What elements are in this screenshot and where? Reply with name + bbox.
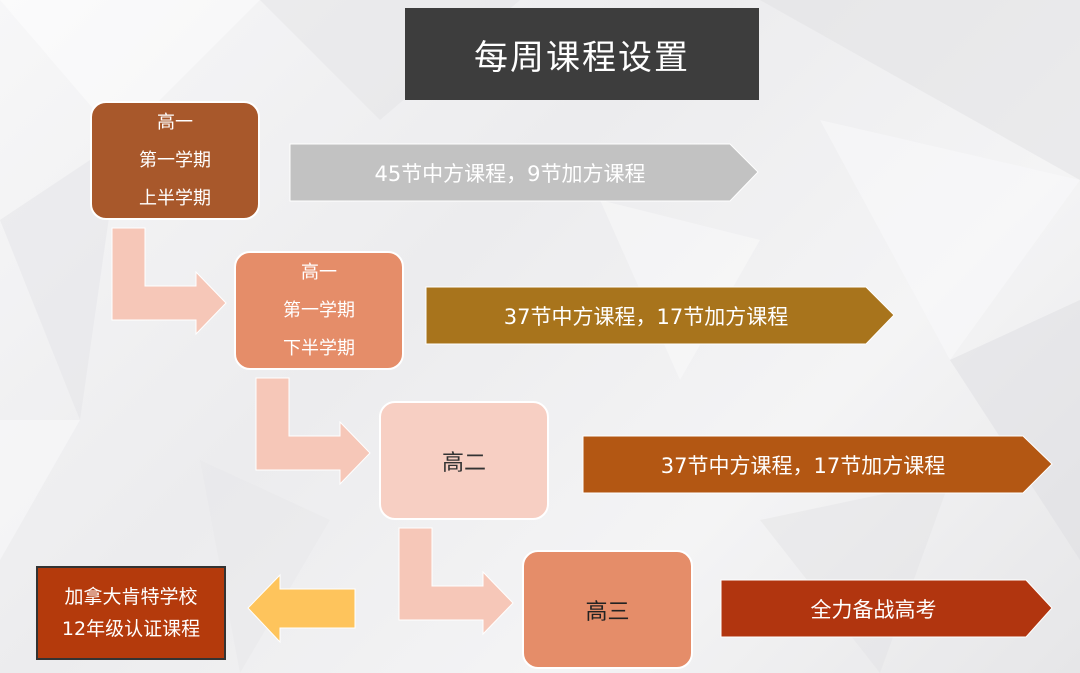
stage-grade12: 高三 xyxy=(522,550,693,669)
stage-line: 下半学期 xyxy=(283,337,355,359)
connector-3 xyxy=(398,527,514,636)
connector-2 xyxy=(255,377,371,486)
stage-grade10-term1-second-half: 高一 第一学期 下半学期 xyxy=(234,251,404,370)
arrow-1-label: 45节中方课程，9节加方课程 xyxy=(374,161,646,186)
arrow-4-label: 全力备战高考 xyxy=(810,597,937,622)
arrow-2-label: 37节中方课程，17节加方课程 xyxy=(503,304,789,329)
stage-line: 高一 xyxy=(301,261,337,283)
stage-line: 高二 xyxy=(441,450,486,476)
stage-grade10-term1-first-half: 高一 第一学期 上半学期 xyxy=(90,101,260,220)
arrow-3-label: 37节中方课程，17节加方课程 xyxy=(660,453,946,478)
certificate-line: 12年级认证课程 xyxy=(61,618,201,640)
stage-line: 第一学期 xyxy=(283,299,355,321)
page-title: 每周课程设置 xyxy=(405,8,759,100)
arrow-2-shape xyxy=(425,286,895,345)
stage-line: 高三 xyxy=(585,599,630,625)
back-arrow xyxy=(247,573,356,644)
certificate-box: 加拿大肯特学校 12年级认证课程 xyxy=(36,566,226,660)
stage-line: 上半学期 xyxy=(139,187,211,209)
arrow-4-shape xyxy=(720,579,1053,638)
arrow-1-shape xyxy=(289,143,759,202)
stage-line: 高一 xyxy=(157,111,193,133)
stage-grade11: 高二 xyxy=(379,401,549,520)
stage-line: 第一学期 xyxy=(139,149,211,171)
connector-1 xyxy=(111,227,227,336)
arrow-3-shape xyxy=(582,435,1053,494)
certificate-line: 加拿大肯特学校 xyxy=(64,586,198,608)
